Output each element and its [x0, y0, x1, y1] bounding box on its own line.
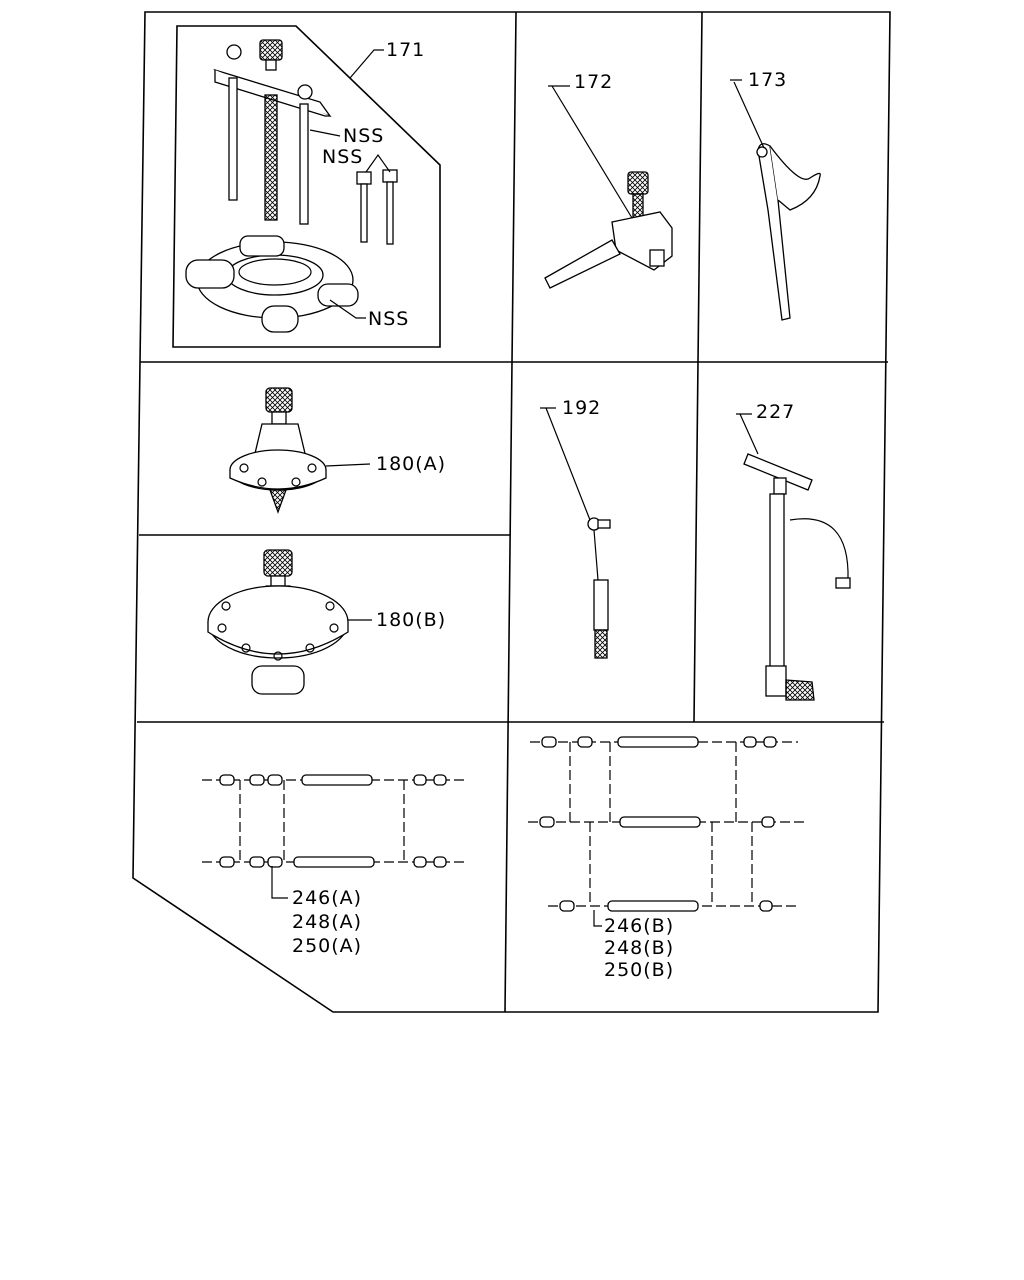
tool-180a: [229, 387, 371, 514]
tool-172: [544, 85, 673, 289]
callout-172: 172: [574, 71, 613, 93]
callout-227: 227: [756, 401, 795, 423]
callout-nss-2: NSS: [322, 146, 363, 168]
callout-180a: 180(A): [376, 453, 446, 475]
callout-246b: 246(B): [604, 915, 674, 937]
callout-250a: 250(A): [292, 935, 362, 957]
callout-248a: 248(A): [292, 911, 362, 933]
callout-173: 173: [748, 69, 787, 91]
sheet-frame: [132, 11, 891, 1013]
tool-173: [730, 79, 821, 321]
callout-nss-3: NSS: [368, 308, 409, 330]
chain-set-b: [528, 736, 804, 927]
callout-nss-1: NSS: [343, 125, 384, 147]
puller-set-171: [172, 25, 441, 348]
callout-171: 171: [386, 39, 425, 61]
callout-192: 192: [562, 397, 601, 419]
chain-set-a: [202, 774, 466, 899]
callout-180b: 180(B): [376, 609, 446, 631]
callout-248b: 248(B): [604, 937, 674, 959]
tool-227: [736, 413, 851, 701]
tool-192: [540, 407, 611, 659]
tool-180b: [207, 549, 372, 695]
callout-246a: 246(A): [292, 887, 362, 909]
callout-250b: 250(B): [604, 959, 674, 981]
